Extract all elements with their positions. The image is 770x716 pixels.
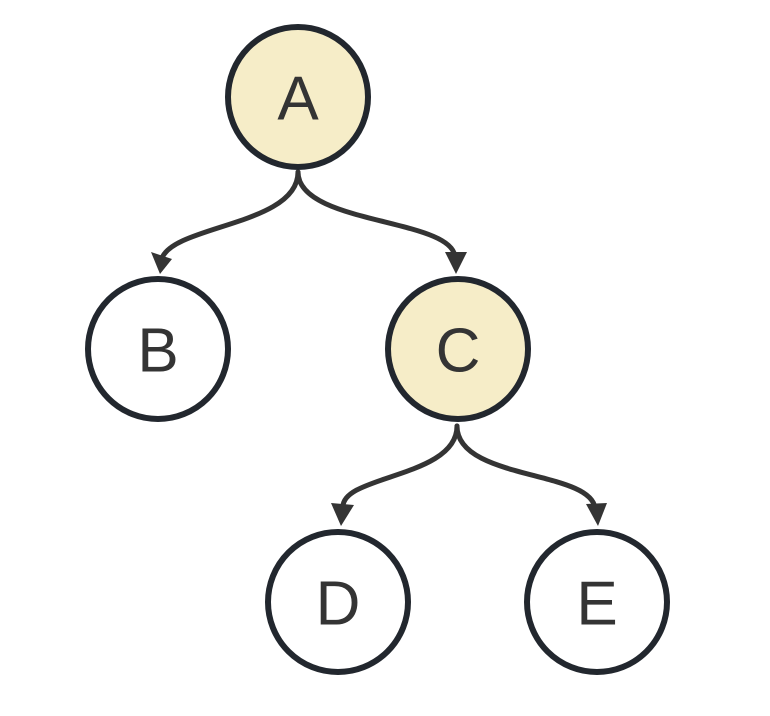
- node-a: A: [225, 24, 371, 170]
- node-e-circle: [524, 529, 670, 675]
- node-a-label: A: [277, 65, 319, 134]
- node-e-label: E: [576, 570, 617, 639]
- edges: [151, 169, 607, 526]
- arrowhead-c-d: [331, 503, 354, 526]
- node-d-label: D: [316, 570, 361, 639]
- node-c: C: [385, 276, 531, 422]
- node-b-label: B: [137, 317, 178, 386]
- edge-c-d: [340, 423, 460, 511]
- node-d-circle: [265, 529, 411, 675]
- node-b-circle: [85, 276, 231, 422]
- node-c-label: C: [436, 317, 481, 386]
- edge-a-b: [159, 169, 301, 261]
- edge-c-e: [454, 423, 598, 511]
- arrowhead-a-b: [151, 252, 172, 274]
- node-c-circle: [385, 276, 531, 422]
- arrowhead-c-e: [586, 503, 607, 526]
- node-a-circle: [225, 24, 371, 170]
- arrowhead-a-c: [445, 252, 467, 274]
- node-b: B: [85, 276, 231, 422]
- edge-a-c: [295, 169, 458, 261]
- node-d: D: [265, 529, 411, 675]
- node-e: E: [524, 529, 670, 675]
